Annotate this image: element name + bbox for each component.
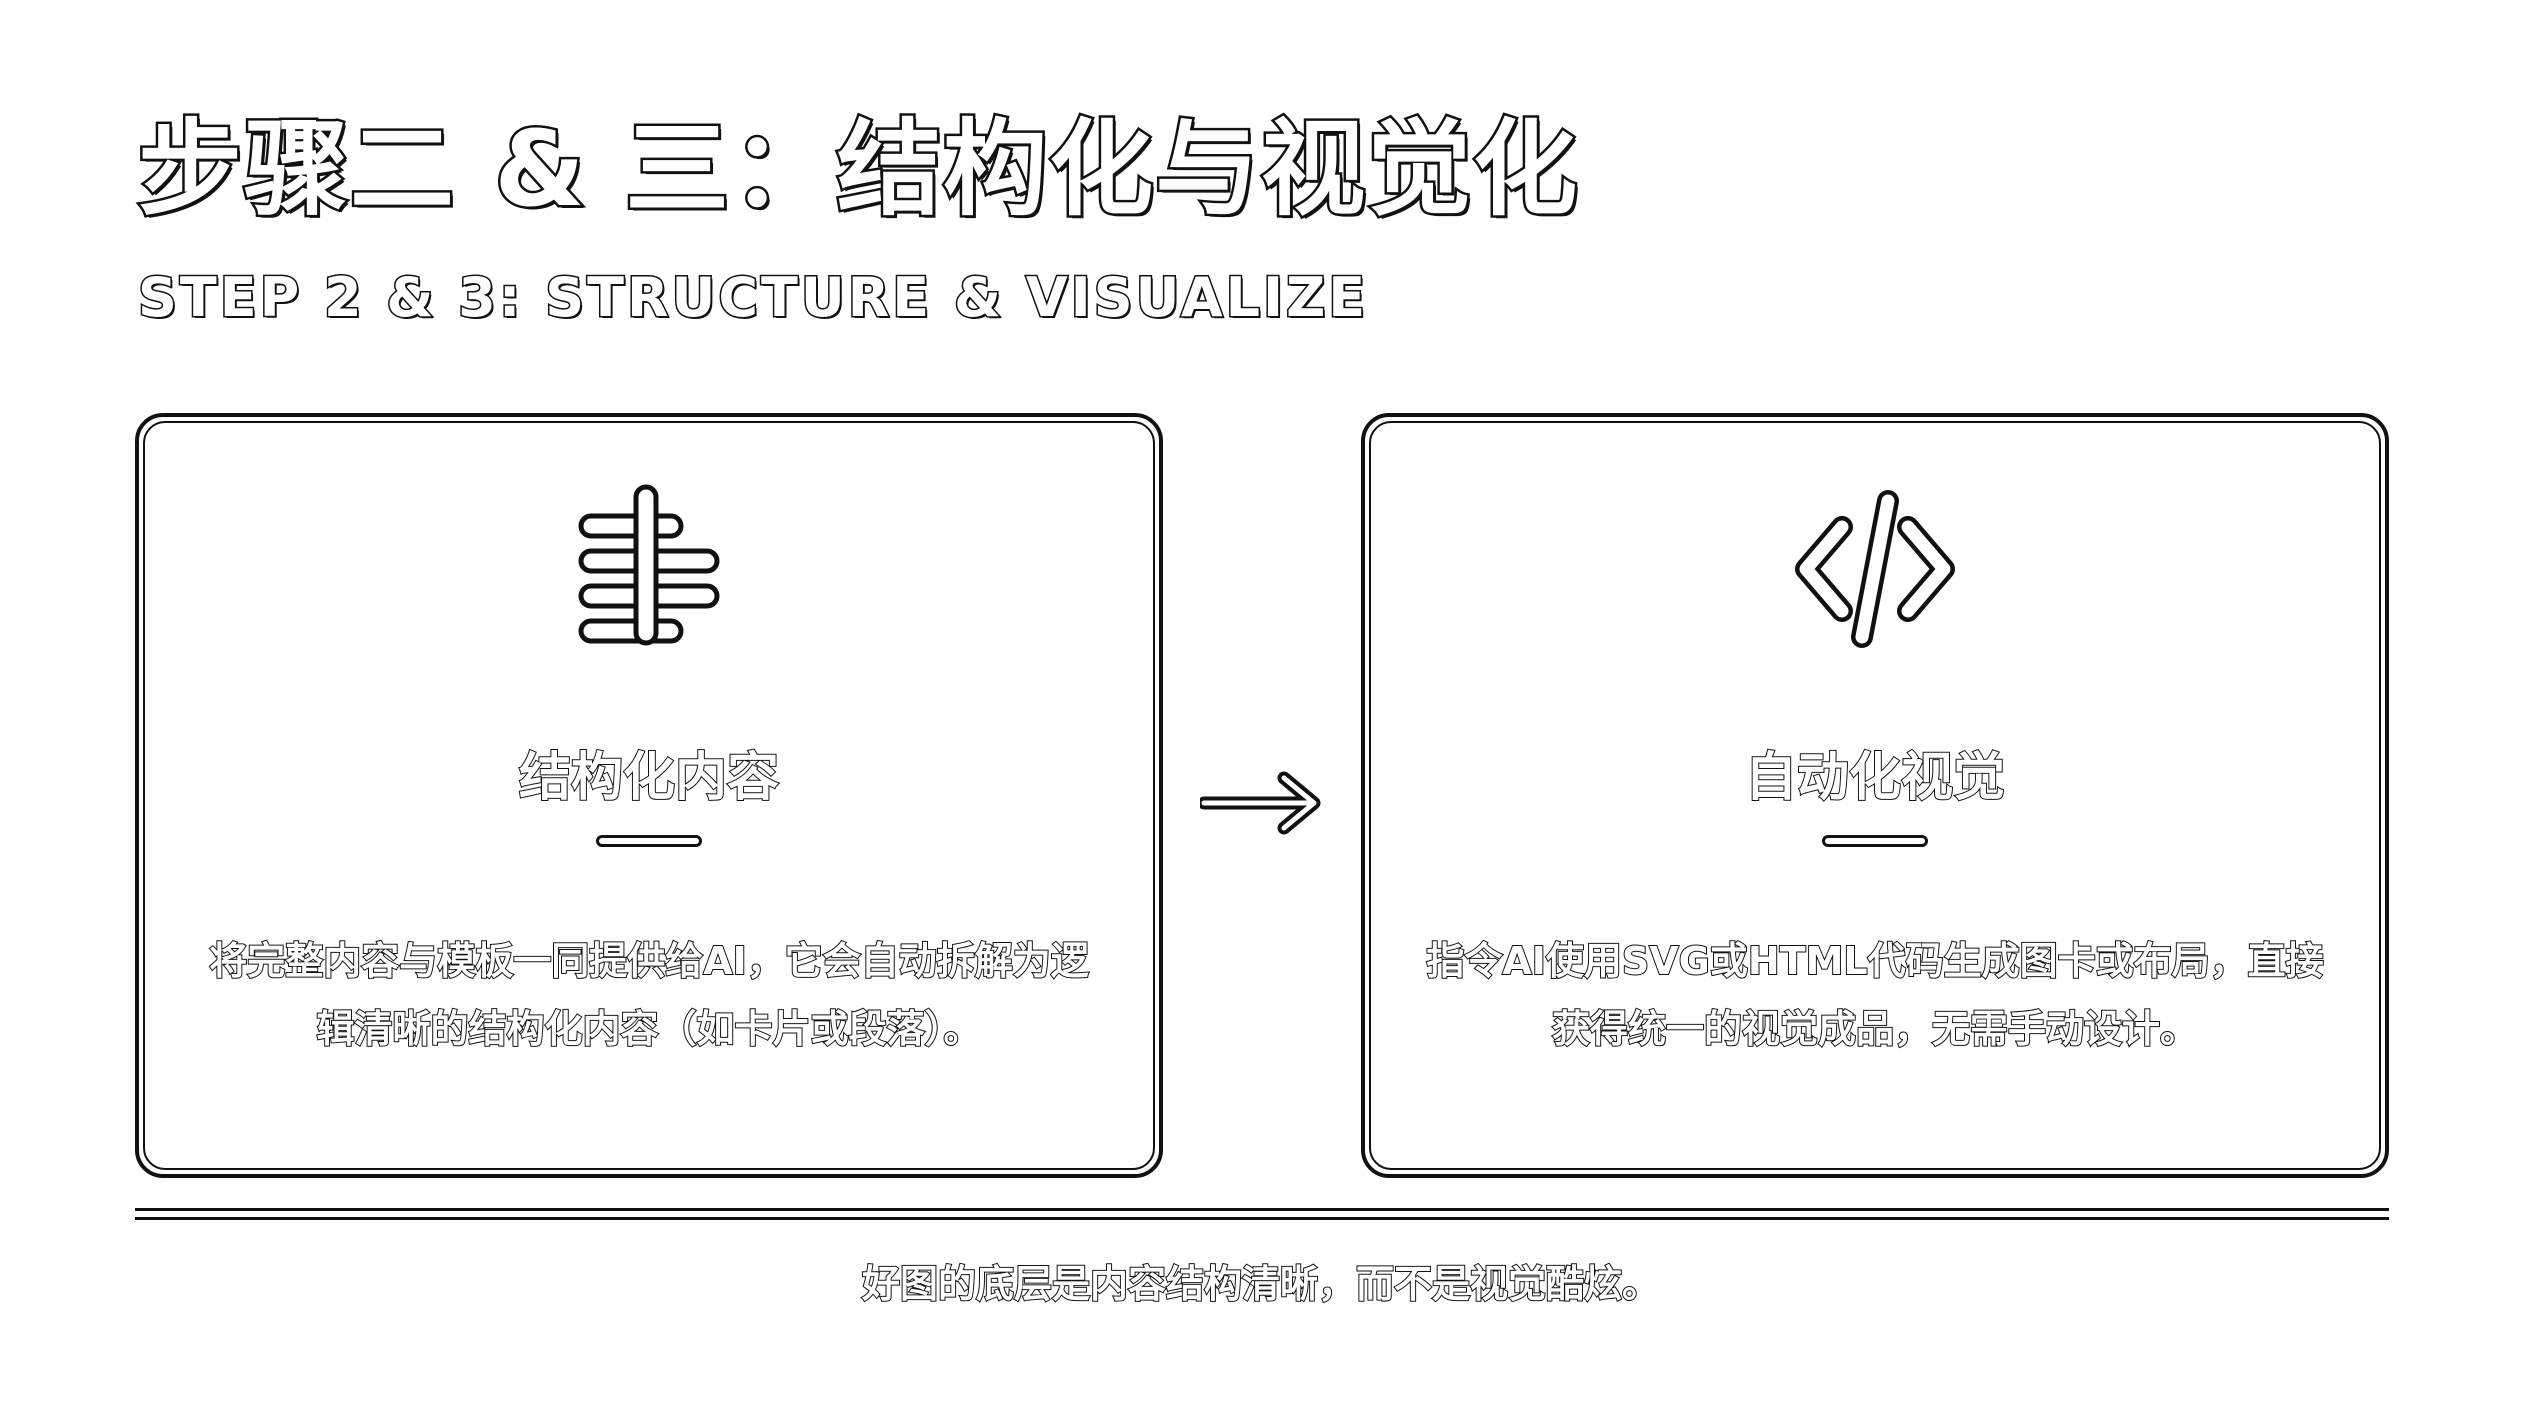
page-subtitle: STEP 2 & 3: STRUCTURE & VISUALIZE xyxy=(136,266,1369,329)
title-underline xyxy=(596,835,702,847)
card-description: 将完整内容与模板一同提供给AI，它会自动拆解为逻辑清晰的结构化内容（如卡片或段落… xyxy=(208,938,1090,1052)
card-title: 自动化视觉 xyxy=(1744,747,2006,809)
divider xyxy=(135,1208,2389,1220)
page-title: 步骤二 & 三：结构化与视觉化 xyxy=(135,108,1580,230)
footer-note: 好图的底层是内容结构清晰，而不是视觉酷炫。 xyxy=(861,1261,1661,1307)
card-description: 指令AI使用SVG或HTML代码生成图卡或布局，直接获得统一的视觉成品，无需手动… xyxy=(1425,938,2324,1052)
code-icon xyxy=(1795,490,1955,648)
card-automated-visual: 自动化视觉 指令AI使用SVG或HTML代码生成图卡或布局，直接获得统一的视觉成… xyxy=(1361,413,2389,1178)
structure-lines-icon xyxy=(578,484,720,646)
card-title: 结构化内容 xyxy=(518,747,780,809)
right-arrow-icon xyxy=(1200,771,1321,835)
title-underline xyxy=(1822,835,1928,847)
card-structure-content: 结构化内容 将完整内容与模板一同提供给AI，它会自动拆解为逻辑清晰的结构化内容（… xyxy=(135,413,1163,1178)
